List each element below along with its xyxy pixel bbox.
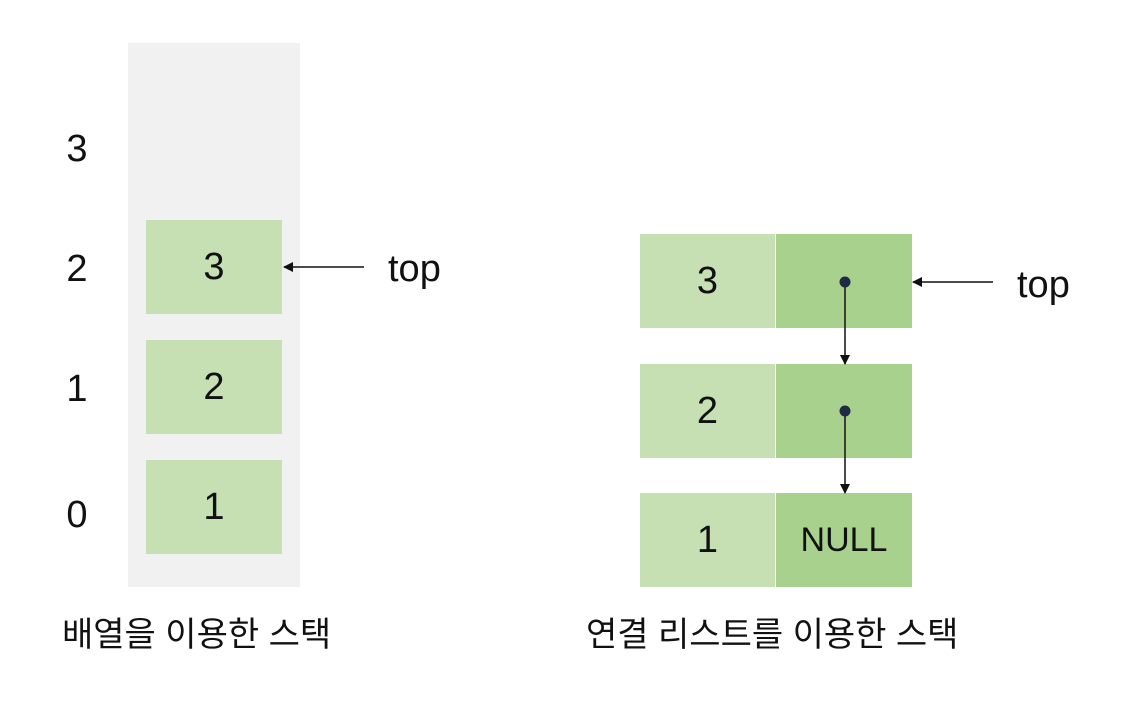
array-stack-caption: 배열을 이용한 스택	[62, 616, 332, 654]
node-1-next-null: NULL	[776, 493, 912, 587]
array-cell-index-1: 2	[146, 340, 282, 434]
node-2-data: 2	[640, 364, 775, 458]
node-3-data: 3	[640, 234, 775, 328]
array-index-2: 2	[66, 248, 88, 290]
linked-top-label: top	[1017, 264, 1070, 306]
node-1-data: 1	[640, 493, 775, 587]
array-index-0: 0	[66, 494, 88, 536]
linked-stack-caption: 연결 리스트를 이용한 스택	[586, 616, 959, 654]
array-cell-index-0: 1	[146, 460, 282, 554]
array-top-label: top	[388, 248, 441, 290]
array-index-1: 1	[66, 368, 88, 410]
array-index-3: 3	[66, 128, 88, 170]
array-cell-index-2: 3	[146, 220, 282, 314]
node-3-pointer-dot	[839, 276, 851, 288]
node-2-pointer-dot	[839, 405, 851, 417]
